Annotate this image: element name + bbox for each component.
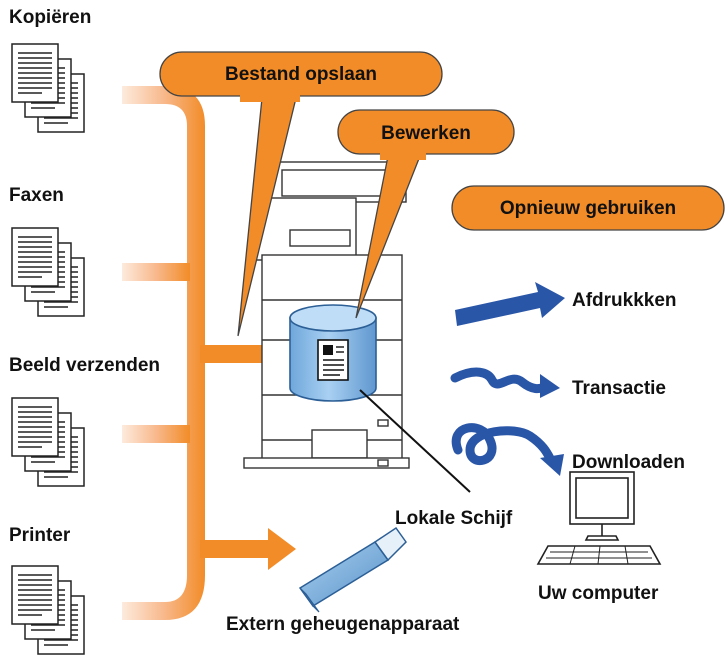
local-disk-label: Lokale Schijf	[395, 508, 513, 529]
edit-callout: Bewerken	[337, 109, 515, 319]
print-output-label: Afdrukkken	[572, 290, 677, 311]
external-memory-label: Extern geheugenapparaat	[226, 614, 460, 635]
computer-label: Uw computer	[538, 583, 659, 604]
document-stack-icon	[12, 566, 84, 654]
disk-pointer-line	[359, 389, 471, 493]
print-output-arrow	[455, 282, 565, 326]
usb-stick-icon	[298, 526, 407, 613]
document-stack-icon	[12, 44, 84, 132]
reuse-callout: Opnieuw gebruiken	[451, 185, 725, 231]
hard-disk-icon	[289, 304, 377, 402]
printer-label: Printer	[9, 525, 71, 546]
reuse-label: Opnieuw gebruiken	[500, 198, 676, 219]
download-label: Downloaden	[572, 452, 685, 473]
download-output-arrow	[451, 423, 564, 476]
computer-icon	[536, 471, 662, 565]
fax-label: Faxen	[9, 185, 64, 206]
transaction-label: Transactie	[572, 378, 666, 399]
document-stack-icon	[12, 228, 84, 316]
multifunction-printer-icon	[243, 161, 410, 469]
copy-label: Kopiëren	[9, 7, 92, 28]
transaction-output-arrow	[450, 367, 560, 398]
store-file-callout: Bestand opslaan	[159, 51, 443, 337]
document-stack-icon	[12, 398, 84, 486]
edit-label: Bewerken	[381, 123, 471, 144]
scan-send-label: Beeld verzenden	[9, 355, 160, 376]
store-file-label: Bestand opslaan	[225, 64, 377, 85]
